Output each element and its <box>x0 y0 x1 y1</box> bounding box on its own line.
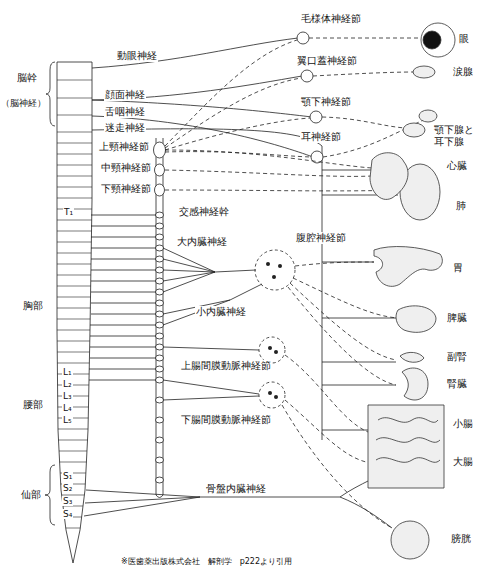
organ-illustrations <box>368 23 455 559</box>
ganglion-dots <box>266 262 282 399</box>
label: 脳幹 <box>16 72 38 84</box>
label: 毛様体神経節 <box>300 13 362 25</box>
label: 顔面神経 <box>104 89 146 101</box>
label: 副腎 <box>446 351 468 363</box>
label: ※医歯薬出版株式会社 解剖学 p222より引用 <box>120 557 293 566</box>
label: 腎臓 <box>446 378 468 390</box>
label: 骨盤内臓神経 <box>205 483 267 495</box>
label: 顎下腺と 耳下腺 <box>433 124 477 147</box>
label: 舌咽神経 <box>104 106 146 118</box>
label: 胃 <box>452 262 464 274</box>
oculomotor-nerve <box>92 38 298 68</box>
label: 涙腺 <box>452 66 474 78</box>
label: 大腸 <box>452 456 474 468</box>
trunk-ganglia <box>154 142 166 483</box>
label: L₂ <box>62 379 73 389</box>
label: 脾臓 <box>446 312 468 324</box>
label: 心臓 <box>446 160 468 172</box>
vagus-nerve <box>92 129 322 440</box>
label: 膀胱 <box>450 533 472 545</box>
label: 顎下神経節 <box>300 96 352 108</box>
spinal-cord <box>57 62 92 563</box>
label: T₁ <box>63 207 74 217</box>
label: 胸部 <box>22 300 44 312</box>
label: 仙部 <box>20 489 42 501</box>
label: 翼口蓋神経節 <box>296 55 358 67</box>
bracket <box>46 62 55 126</box>
label: 腰部 <box>22 399 44 411</box>
label: （脳神経） <box>0 98 47 108</box>
vagus-branches <box>322 170 398 430</box>
lumbar-splanchnic <box>163 347 259 400</box>
label: 上頸神経節 <box>98 141 150 153</box>
label: 小内臓神経 <box>195 306 247 318</box>
facial-nerve <box>92 76 312 117</box>
label: L₃ <box>62 391 73 401</box>
spinal-nerves <box>89 215 156 380</box>
label: S₄ <box>62 509 73 519</box>
segment-lines <box>50 80 100 528</box>
label: 迷走神経 <box>104 122 146 134</box>
prevertebral-ganglia <box>255 250 295 408</box>
label: 小腸 <box>452 418 474 430</box>
label: 下腸間膜動脈神経節 <box>180 414 272 426</box>
label: 耳神経節 <box>300 131 342 143</box>
lesser-splanchnic <box>163 284 262 325</box>
label: 動眼神経 <box>116 50 158 62</box>
label: S₂ <box>62 483 73 493</box>
label: 大内臓神経 <box>176 236 228 248</box>
label: L₄ <box>62 403 73 413</box>
label: L₁ <box>62 367 73 377</box>
label: 中頸神経節 <box>100 162 152 174</box>
bracket <box>45 465 55 525</box>
label: 肺 <box>455 200 467 212</box>
label: 上腸間膜動脈神経節 <box>180 360 272 372</box>
label: S₃ <box>62 496 73 506</box>
pelvic-splanchnic <box>84 480 392 528</box>
greater-splanchnic <box>163 248 256 292</box>
label: L₅ <box>62 415 73 425</box>
label: 下頸神経節 <box>100 183 152 195</box>
label: 眼 <box>458 33 470 45</box>
label: 腹腔神経節 <box>295 232 347 244</box>
label: 交感神経幹 <box>178 206 230 218</box>
label: S₁ <box>62 471 73 481</box>
